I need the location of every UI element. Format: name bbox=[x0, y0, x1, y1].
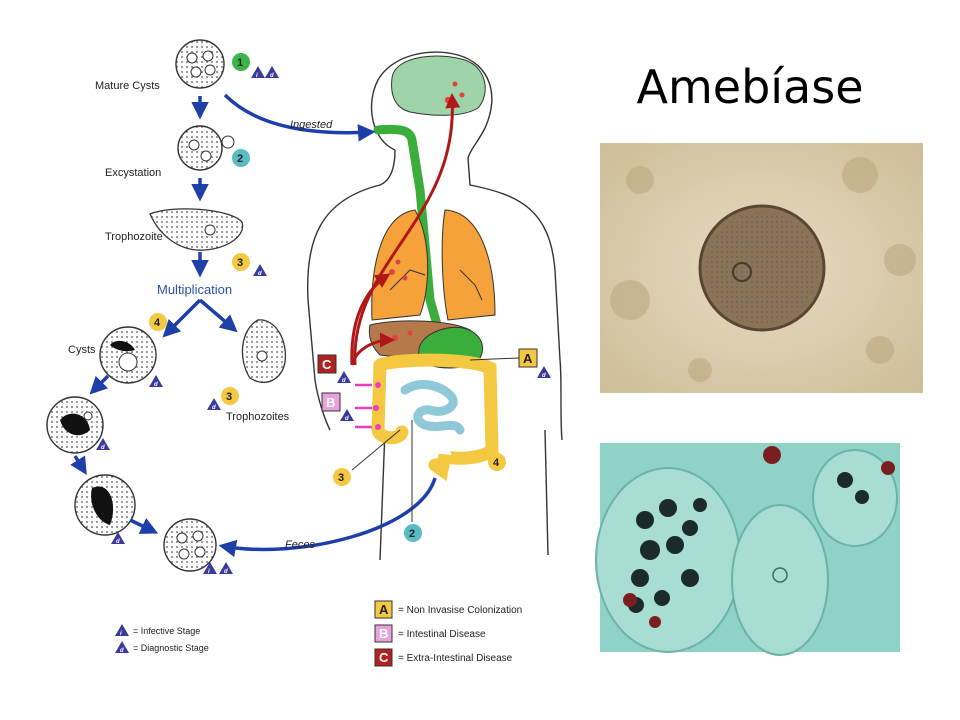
mature-cyst-bottom bbox=[163, 518, 217, 572]
label-mature-cysts: Mature Cysts bbox=[95, 80, 160, 92]
left-lung bbox=[441, 209, 496, 321]
svg-text:d: d bbox=[342, 378, 346, 384]
label-trophozoites: Trophozoites bbox=[226, 411, 290, 423]
legend-regions: A = Non Invasise Colonization B = Intest… bbox=[374, 600, 522, 667]
label-cysts: Cysts bbox=[68, 344, 96, 356]
region-b-box: B d bbox=[321, 392, 354, 422]
legend-c: = Extra-Intestinal Disease bbox=[398, 653, 513, 664]
svg-text:d: d bbox=[212, 405, 216, 411]
svg-text:C: C bbox=[379, 650, 389, 665]
arrow-to-brain bbox=[353, 93, 461, 366]
svg-text:i: i bbox=[120, 631, 122, 637]
right-lung bbox=[371, 209, 429, 321]
stage-1-marker-bottom: i d bbox=[203, 562, 233, 575]
region-2-marker: 2 bbox=[404, 420, 422, 542]
stage-3-marker-bottom: 3 d bbox=[207, 387, 239, 411]
svg-text:3: 3 bbox=[226, 391, 232, 403]
svg-text:2: 2 bbox=[409, 528, 415, 540]
diagnostic-marker-cysts: d d d bbox=[96, 375, 163, 545]
legend-diagnostic: = Diagnostic Stage bbox=[133, 643, 209, 653]
trophozoite-cell bbox=[149, 208, 244, 251]
region-4-marker: 4 bbox=[488, 453, 506, 471]
region-c-box: C d bbox=[317, 354, 351, 384]
stage-3-marker-top: 3 d bbox=[232, 253, 267, 277]
region-3-marker: 3 bbox=[333, 429, 401, 486]
label-feces: Feces bbox=[285, 539, 315, 551]
small-intestine bbox=[400, 380, 465, 435]
svg-text:d: d bbox=[345, 416, 349, 422]
slide-title: Amebíase bbox=[636, 60, 864, 114]
legend-stages: i = Infective Stage d = Diagnostic Stage bbox=[115, 624, 209, 654]
legend-a: = Non Invasise Colonization bbox=[398, 605, 522, 616]
svg-text:2: 2 bbox=[237, 153, 243, 165]
esophagus bbox=[373, 124, 445, 340]
cyst-stage-1 bbox=[99, 326, 157, 384]
svg-text:d: d bbox=[258, 271, 262, 277]
legend-b: = Intestinal Disease bbox=[398, 629, 486, 640]
brain bbox=[391, 55, 486, 116]
svg-text:d: d bbox=[224, 569, 228, 575]
svg-text:1: 1 bbox=[237, 57, 243, 69]
excystation-cell bbox=[177, 125, 235, 171]
arrow-to-liver bbox=[350, 332, 395, 366]
svg-text:d: d bbox=[270, 73, 274, 79]
svg-text:A: A bbox=[379, 602, 389, 617]
svg-text:4: 4 bbox=[154, 317, 161, 329]
cyst-stage-3 bbox=[74, 474, 136, 536]
label-trophozoite: Trophozoite bbox=[105, 231, 163, 243]
svg-text:3: 3 bbox=[338, 472, 344, 484]
label-multiplication: Multiplication bbox=[157, 282, 232, 297]
svg-text:B: B bbox=[379, 626, 388, 641]
cyst-stage-2 bbox=[46, 396, 104, 454]
svg-text:4: 4 bbox=[493, 457, 500, 469]
label-ingested: Ingested bbox=[290, 119, 333, 131]
lifecycle-arrows bbox=[70, 93, 437, 558]
mature-cyst-top bbox=[175, 39, 225, 89]
large-intestine bbox=[371, 353, 499, 482]
svg-text:d: d bbox=[120, 648, 124, 654]
arrow-to-lung bbox=[350, 273, 391, 366]
region-a-box: A d bbox=[469, 348, 551, 379]
intestinal-arrows bbox=[355, 383, 372, 429]
svg-text:C: C bbox=[322, 357, 332, 372]
stage-2-marker: 2 bbox=[232, 149, 250, 167]
svg-text:d: d bbox=[116, 539, 120, 545]
svg-text:d: d bbox=[542, 373, 546, 379]
intestinal-lesions bbox=[373, 382, 381, 430]
svg-text:B: B bbox=[326, 395, 335, 410]
human-body bbox=[306, 51, 563, 561]
label-excystation: Excystation bbox=[105, 167, 161, 179]
svg-text:d: d bbox=[101, 445, 105, 451]
stage-1-marker: 1 i d bbox=[232, 53, 279, 79]
legend-infective: = Infective Stage bbox=[133, 626, 200, 636]
stage-4-marker: 4 bbox=[149, 313, 167, 331]
svg-text:i: i bbox=[208, 569, 210, 575]
svg-text:A: A bbox=[523, 351, 533, 366]
micrograph-cyst bbox=[600, 143, 923, 393]
svg-text:d: d bbox=[154, 382, 158, 388]
svg-text:3: 3 bbox=[237, 257, 243, 269]
micrograph-trophozoites bbox=[595, 443, 900, 656]
svg-text:i: i bbox=[256, 73, 258, 79]
